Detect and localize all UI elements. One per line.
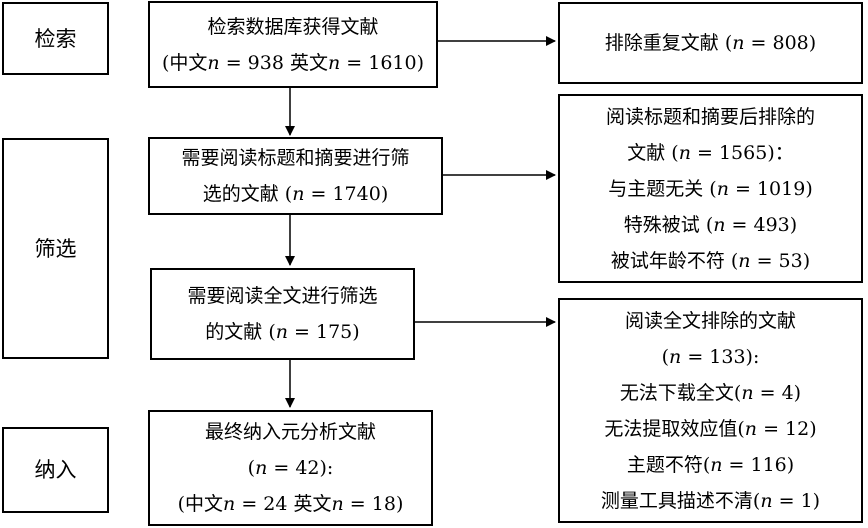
- full-text-count: 的文献 (n = 175): [205, 321, 360, 343]
- box-full-text-excluded: 阅读全文排除的文献 (n = 133): 无法下载全文(n = 4) 无法提取效…: [558, 298, 863, 523]
- stage-screen-label: 筛选: [34, 236, 77, 261]
- box-included: 最终纳入元分析文献 (n = 42): (中文n = 24 英文n = 18): [148, 410, 433, 526]
- box-full-text: 需要阅读全文进行筛选 的文献 (n = 175): [150, 268, 415, 360]
- duplicates-label: 排除重复文献 (n = 808): [604, 32, 817, 54]
- ft-reason-1: 无法下载全文(n = 4): [619, 381, 802, 404]
- retrieved-title: 检索数据库获得文献: [207, 15, 379, 38]
- stage-screen: 筛选: [2, 138, 109, 359]
- included-total: (n = 42):: [247, 457, 334, 479]
- ft-reason-4: 测量工具描述不清(n = 1): [600, 489, 821, 512]
- stage-include: 纳入: [2, 427, 109, 513]
- full-text-line1: 需要阅读全文进行筛选: [187, 285, 378, 307]
- ft-excluded-total: (n = 133):: [661, 345, 760, 368]
- ta-excluded-total: 文献 (n = 1565)：: [627, 141, 794, 164]
- ft-reason-2: 无法提取效应值(n = 12): [604, 417, 817, 440]
- title-abstract-count: 选的文献 (n = 1740): [202, 183, 389, 205]
- box-retrieved: 检索数据库获得文献 (中文n = 938 英文n = 1610): [148, 1, 438, 88]
- retrieved-counts: (中文n = 938 英文n = 1610): [162, 51, 424, 74]
- included-title: 最终纳入元分析文献: [204, 421, 376, 443]
- stage-search: 检索: [2, 2, 109, 75]
- stage-search-label: 检索: [34, 26, 77, 51]
- ft-excluded-line1: 阅读全文排除的文献: [624, 309, 796, 332]
- ta-reason-3: 被试年龄不符 (n = 53): [610, 249, 811, 272]
- ta-reason-2: 特殊被试 (n = 493): [623, 213, 798, 236]
- ft-reason-3: 主题不符(n = 116): [626, 453, 795, 476]
- ta-excluded-line1: 阅读标题和摘要后排除的: [605, 105, 815, 128]
- box-title-abstract: 需要阅读标题和摘要进行筛 选的文献 (n = 1740): [148, 137, 443, 215]
- included-counts: (中文n = 24 英文n = 18): [177, 493, 404, 515]
- box-duplicates: 排除重复文献 (n = 808): [558, 2, 863, 84]
- title-abstract-line1: 需要阅读标题和摘要进行筛: [181, 147, 410, 169]
- box-title-abstract-excluded: 阅读标题和摘要后排除的 文献 (n = 1565)： 与主题无关 (n = 10…: [558, 94, 863, 283]
- ta-reason-1: 与主题无关 (n = 1019): [608, 177, 813, 200]
- stage-include-label: 纳入: [34, 458, 77, 482]
